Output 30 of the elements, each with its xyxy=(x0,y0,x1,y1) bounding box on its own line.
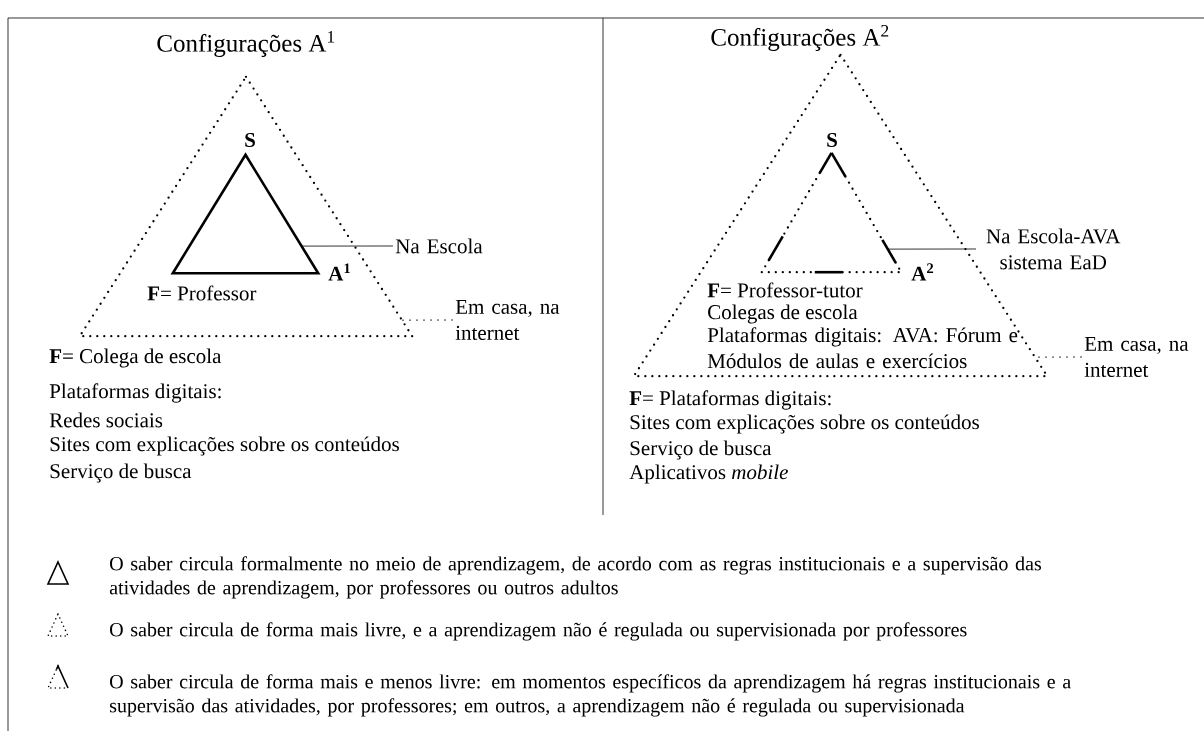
list-item: Sites com explicações sobre os conteúdos xyxy=(50,436,399,456)
list-item: Aplicativos mobile xyxy=(629,464,788,484)
list-item: F= Professor xyxy=(147,285,257,301)
list-item: Plataformas digitais: AVA: Fórum e Módulos de aulas e exercícios xyxy=(707,327,1018,369)
place-label: Em casa, na internet xyxy=(1084,337,1189,377)
legend-text: O saber circula formalmente no meio de aprendizagem, de acordo com as regras institucionais e a supervisão das atividades de aprendizagem, por professores ou outros adultos xyxy=(109,556,1041,599)
list-item: Serviço de busca xyxy=(50,463,192,483)
leader-line xyxy=(301,245,394,247)
leader-line xyxy=(401,319,454,321)
leader-line xyxy=(887,248,977,250)
list-item: Plataformas digitais: xyxy=(49,383,221,403)
panel-title: Configurações A$^{1}$ xyxy=(157,31,335,57)
vertex-label: A$^{2}$ xyxy=(911,263,934,281)
legend-text: O saber circula de forma mais livre, e a aprendizagem não é regulada ou supervisionada por professores xyxy=(110,622,967,641)
place-label: Na Escola xyxy=(395,238,483,254)
list-item: Serviço de busca xyxy=(630,440,772,460)
list-item: Sites com explicações sobre os conteúdos xyxy=(630,414,979,434)
panel-title: Configurações A$^{2}$ xyxy=(711,25,889,51)
list-item: Redes sociais xyxy=(49,412,163,428)
list-item: F= Colega de escola xyxy=(49,348,222,368)
list-item: F= Professor-tutor xyxy=(707,282,863,298)
legend-text: O saber circula de forma mais e menos livre: em momentos específicos da aprendizagem há regras institucionais e a supervisão das atividades, por professores; em outros, a aprendizagem não é regulada ou supervisionada xyxy=(110,674,1071,717)
list-item: Colegas de escola xyxy=(708,304,858,324)
vertex-label: S xyxy=(245,132,255,148)
broken-triangle xyxy=(760,152,903,274)
list-item: F= Plataformas digitais: xyxy=(629,390,831,410)
place-label: Em casa, na internet xyxy=(455,300,560,340)
place-label: Na Escola-AVA sistema EaD xyxy=(986,228,1121,270)
vertex-label: S xyxy=(827,132,837,148)
vertex-label: A$^{1}$ xyxy=(328,263,350,281)
